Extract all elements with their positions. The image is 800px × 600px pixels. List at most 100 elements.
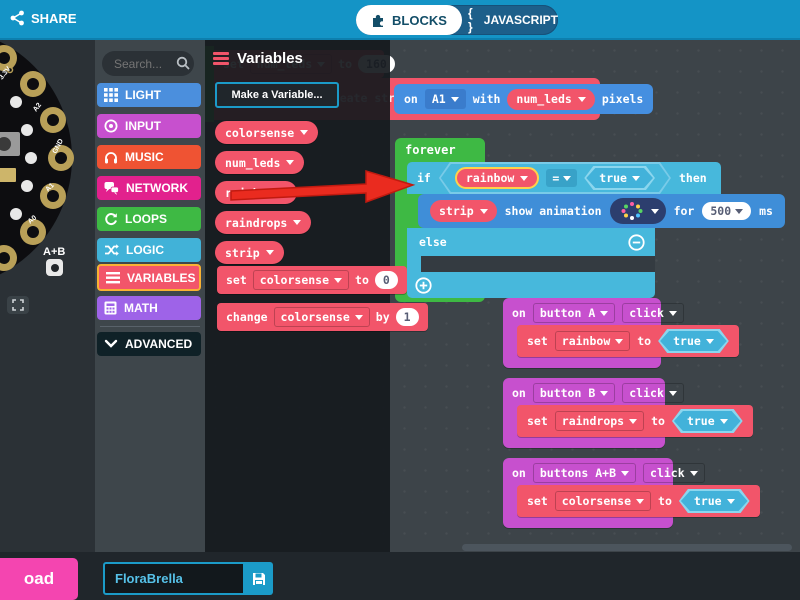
- true-value-block[interactable]: true: [672, 409, 743, 433]
- to-keyword: to: [651, 414, 665, 428]
- on-buttons-ab-block[interactable]: on buttons A+B click set colorsense to t…: [503, 458, 760, 528]
- variable-dropdown[interactable]: colorsense: [554, 491, 652, 511]
- tab-javascript[interactable]: { } JAVASCRIPT: [468, 5, 558, 35]
- category-network[interactable]: NETWORK: [97, 176, 201, 200]
- puzzle-icon: [373, 14, 384, 27]
- for-keyword: for: [673, 204, 695, 218]
- duration-dropdown[interactable]: 500: [702, 202, 752, 220]
- category-advanced[interactable]: ADVANCED: [97, 332, 201, 356]
- num-leds-variable-chip[interactable]: num_leds: [507, 88, 595, 110]
- variable-name: num_leds: [225, 155, 281, 170]
- pad-label: A2: [32, 102, 43, 113]
- category-label: LIGHT: [125, 88, 161, 102]
- share-icon: [10, 10, 24, 26]
- save-button[interactable]: [245, 562, 273, 595]
- category-label: MUSIC: [125, 150, 164, 164]
- category-input[interactable]: INPUT: [97, 114, 201, 138]
- button-dropdown[interactable]: buttons A+B: [532, 463, 637, 483]
- event-dropdown[interactable]: click: [643, 463, 705, 483]
- num-leds-variable-chip[interactable]: num_leds: [215, 151, 305, 174]
- button-dropdown[interactable]: button A: [532, 303, 616, 323]
- true-value-block[interactable]: true: [679, 489, 750, 513]
- animation-picker[interactable]: [609, 198, 666, 224]
- set-raindrops-block[interactable]: set raindrops to true: [517, 405, 753, 437]
- true-value-block[interactable]: true: [658, 329, 729, 353]
- variable-name: colorsense: [561, 494, 632, 508]
- boolean-value: true: [673, 334, 701, 348]
- on-button-a-block[interactable]: on button A click set rainbow to true: [503, 298, 739, 368]
- category-loops[interactable]: LOOPS: [97, 207, 201, 231]
- variables-icon: [106, 271, 120, 283]
- category-label: LOGIC: [126, 243, 164, 257]
- neopixel-create-strip-block[interactable]: on A1 with num_leds pixels: [394, 84, 654, 114]
- set-rainbow-block[interactable]: set rainbow to true: [517, 325, 739, 357]
- add-else-if-button[interactable]: [415, 276, 432, 294]
- strip-variable-chip[interactable]: strip: [430, 200, 497, 222]
- light-grid-icon: [104, 88, 118, 102]
- fullscreen-button[interactable]: [7, 296, 29, 314]
- on-button-b-block[interactable]: on button B click set raindrops to true: [503, 378, 753, 448]
- variable-dropdown[interactable]: rainbow: [554, 331, 631, 351]
- rainbow-variable-chip[interactable]: rainbow: [215, 181, 298, 204]
- ab-press-button[interactable]: [46, 259, 63, 276]
- operator-value: =: [552, 171, 560, 185]
- rainbow-variable-chip-highlighted[interactable]: rainbow: [455, 167, 539, 189]
- variable-dropdown[interactable]: raindrops: [554, 411, 645, 431]
- boolean-value: true: [686, 414, 715, 428]
- if-keyword: if: [417, 171, 431, 185]
- to-keyword: to: [637, 334, 652, 348]
- category-light[interactable]: LIGHT: [97, 83, 201, 107]
- else-keyword: else: [419, 235, 447, 249]
- variable-dropdown[interactable]: colorsense: [273, 307, 370, 327]
- variables-flyout-panel: [205, 40, 390, 552]
- button-dropdown[interactable]: button B: [532, 383, 616, 403]
- share-button[interactable]: SHARE: [10, 10, 77, 26]
- chevron-down-icon: [279, 190, 288, 195]
- chevron-down-icon: [334, 277, 343, 283]
- operator-dropdown[interactable]: =: [546, 169, 577, 187]
- remove-else-button[interactable]: [628, 233, 645, 251]
- chat-bubbles-icon: [104, 182, 119, 195]
- event-dropdown[interactable]: click: [622, 383, 684, 403]
- strip-variable-chip[interactable]: strip: [215, 241, 284, 264]
- make-variable-button[interactable]: Make a Variable...: [215, 82, 339, 108]
- chevron-down-icon: [354, 314, 363, 320]
- chevron-down-icon: [300, 130, 309, 135]
- chevron-down-icon: [668, 390, 677, 396]
- colorsense-variable-chip[interactable]: colorsense: [215, 121, 319, 144]
- boolean-value: true: [599, 171, 627, 185]
- true-value-block[interactable]: true: [584, 166, 655, 190]
- flyout-title-text: Variables: [237, 50, 303, 67]
- pad-label: A0: [27, 214, 38, 225]
- comparison-block[interactable]: rainbow = true: [439, 162, 671, 194]
- raindrops-variable-chip[interactable]: raindrops: [215, 211, 312, 234]
- value-oval[interactable]: 1: [395, 308, 419, 326]
- event-dropdown[interactable]: click: [622, 303, 684, 323]
- value-oval[interactable]: 0: [374, 271, 398, 289]
- change-variable-block[interactable]: change colorsense by 1: [217, 303, 428, 331]
- category-music[interactable]: MUSIC: [97, 145, 201, 169]
- show-animation-block[interactable]: strip show animation for 500 ms: [418, 194, 785, 228]
- tab-blocks[interactable]: BLOCKS: [356, 5, 462, 35]
- project-name-input[interactable]: [103, 562, 245, 595]
- to-keyword: to: [658, 494, 672, 508]
- download-button[interactable]: oad: [0, 558, 78, 600]
- category-logic[interactable]: LOGIC: [97, 238, 201, 262]
- set-variable-block[interactable]: set colorsense to 0: [217, 266, 407, 294]
- pin-value: A1: [431, 92, 446, 106]
- chevron-down-icon: [629, 418, 638, 424]
- if-block-footer: [407, 272, 655, 298]
- variable-name: colorsense: [280, 310, 350, 324]
- chevron-down-icon: [621, 470, 630, 476]
- category-math[interactable]: MATH: [97, 296, 201, 320]
- set-colorsense-block[interactable]: set colorsense to true: [517, 485, 760, 517]
- category-label: VARIABLES: [127, 270, 196, 285]
- chevron-down-icon: [668, 310, 677, 316]
- chevron-down-icon: [104, 339, 118, 348]
- variable-dropdown[interactable]: colorsense: [252, 270, 350, 290]
- pin-dropdown[interactable]: A1: [424, 89, 466, 109]
- horizontal-scrollbar[interactable]: [462, 544, 792, 551]
- if-block[interactable]: if rainbow = true then: [407, 162, 721, 194]
- category-variables-selected[interactable]: VARIABLES: [97, 264, 201, 291]
